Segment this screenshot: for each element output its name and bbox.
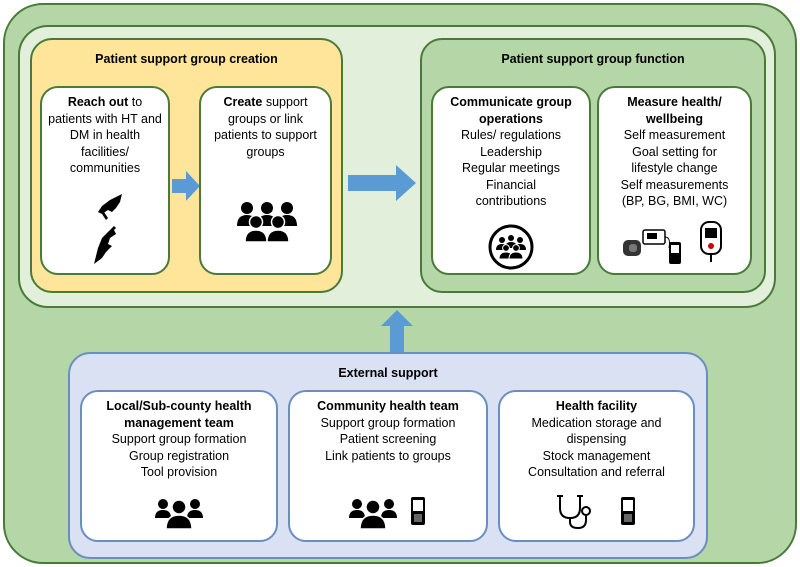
health-facility-card: Health facility Medication storage and d… [498,390,695,542]
measure-item-measurements: Self measurements (BP, BG, BMI, WC) [620,177,729,209]
measure-title: Measure health/ wellbeing [627,95,722,126]
measure-item-self: Self measurement [623,128,726,142]
local-item-tools: Tool provision [140,465,218,479]
helping-hands-icon [94,194,122,264]
communicate-title: Communicate group operations [450,95,572,126]
create-text: Create support groups or link patients t… [207,94,324,160]
community-team-card: Community health team Support group form… [288,390,488,542]
local-item-registration: Group registration [128,448,230,463]
communicate-item-leadership: Leadership [480,144,542,159]
communicate-item-rules: Rules/ regulations [460,128,562,142]
communicate-item-financial: Financial contributions [475,177,547,209]
local-item-formation: Support group formation [111,432,247,446]
measure-card: Measure health/ wellbeing Self measureme… [597,86,752,275]
health-team-people-icon [349,499,397,530]
creation-title: Patient support group creation [95,52,278,66]
local-team-card: Local/Sub-county health management team … [80,390,278,542]
team-people-icon [155,499,203,530]
group-people-icon [237,202,297,243]
stethoscope-icon [557,495,591,530]
facility-phone-icon [621,497,635,525]
community-team-title: Community health team [317,399,459,413]
community-item-screening: Patient screening [339,432,437,446]
create-bold: Create [223,95,263,109]
mobile-phone-icon [411,497,425,525]
reach-out-card: Reach out to patients with HT and DM in … [40,86,170,275]
facility-item-medication: Medication storage and dispensing [531,415,662,447]
local-team-title: Local/Sub-county health management team [106,399,252,430]
measurement-devices-icon [623,221,722,264]
health-facility-title: Health facility [555,399,638,413]
facility-item-consultation: Consultation and referral [528,465,665,479]
community-item-formation: Support group formation [320,415,456,430]
external-title: External support [338,366,438,380]
reach-out-text: Reach out to patients with HT and DM in … [48,94,162,177]
meeting-group-icon [488,224,534,270]
reach-out-bold: Reach out [67,95,129,109]
communicate-card: Communicate group operations Rules/ regu… [431,86,591,275]
create-body: support groups or link patients to suppo… [214,95,317,159]
communicate-item-meetings: Regular meetings [462,161,560,175]
arrow-external-to-function [381,310,413,352]
community-item-link: Link patients to groups [325,448,451,463]
arrow-creation-to-function [348,165,416,201]
create-card: Create support groups or link patients t… [199,86,332,275]
measure-item-goal: Goal setting for lifestyle change [631,144,718,176]
arrow-reach-to-create [172,171,200,201]
facility-item-stock: Stock management [542,448,651,463]
reach-out-body: to patients with HT and DM in health fac… [48,95,162,175]
function-title: Patient support group function [501,52,685,66]
